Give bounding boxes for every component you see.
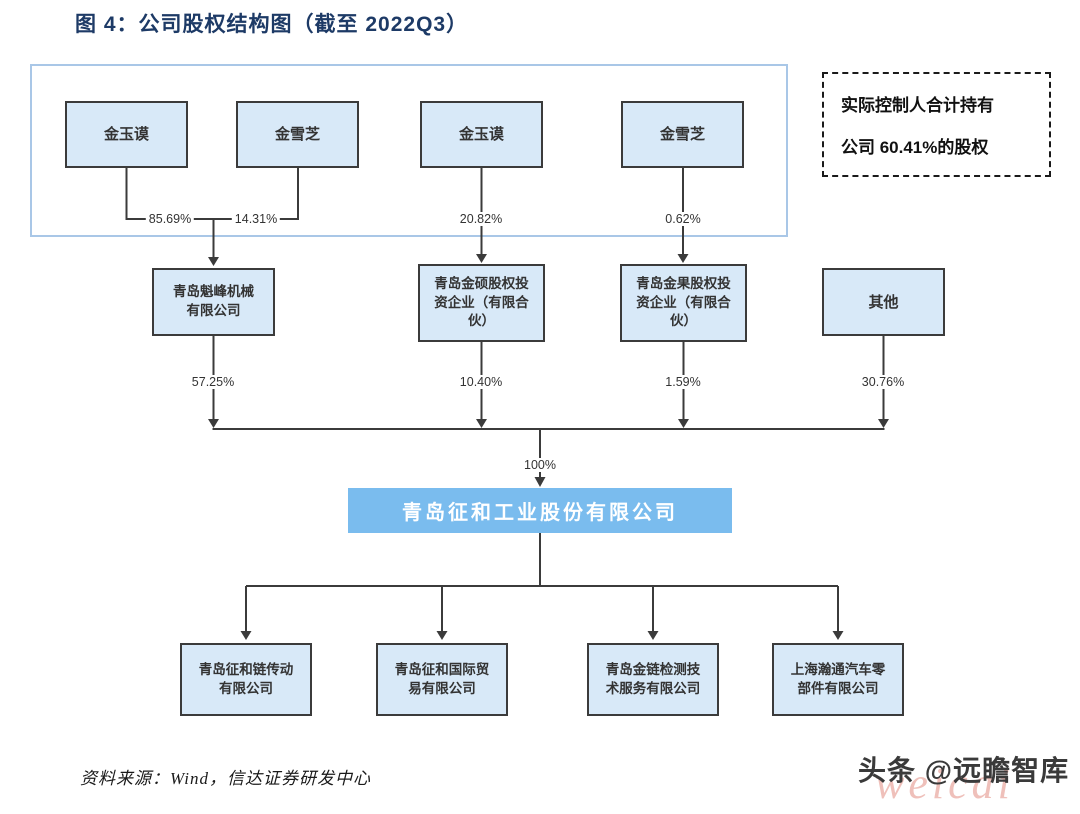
note-line-2: 公司 60.41%的股权 [841,138,989,157]
shareholder-box-3: 金玉谟 [420,101,543,168]
watermark-text: weicai [875,759,1014,808]
figure-title: 图 4：公司股权结构图（截至 2022Q3） [75,13,469,36]
arrowhead-into-jinshuo [476,254,487,263]
subsidiary-box-3: 青岛金链检测技术服务有限公司 [587,643,719,716]
arrowhead-kuifeng-bus [208,419,219,428]
shareholder-name: 金雪芝 [659,126,705,143]
subsidiary-name: 青岛征和国际贸易有限公司 [394,661,490,696]
subsidiary-box-1: 青岛征和链传动有限公司 [180,643,312,716]
note-line-1: 实际控制人合计持有 [841,96,994,115]
arrowhead-jinguo-bus [678,419,689,428]
holding-entity-name: 青岛金果股权投资企业（有限合伙） [636,275,731,329]
stake-label-4: 0.62% [662,212,704,226]
publisher-brand: 头条 @远瞻智库 [858,755,1070,786]
shareholder-box-1: 金玉谟 [65,101,188,168]
arrowhead-into-kuifeng [208,257,219,266]
holding-entity-name: 青岛魁峰机械有限公司 [173,284,254,318]
arrowhead-into-company [534,477,546,487]
stake-label-jinshuo: 10.40% [456,375,506,389]
stake-label-1: 85.69% [145,212,195,226]
arrowhead-jinshuo-bus [476,419,487,428]
arrowhead-others-bus [878,419,889,428]
stake-label-3: 20.82% [456,212,506,226]
holding-entity-box-others: 其他 [822,268,945,336]
stake-label-2: 14.31% [231,212,281,226]
shareholder-box-2: 金雪芝 [236,101,359,168]
actual-controller-note-box: 实际控制人合计持有 公司 60.41%的股权 [822,72,1051,177]
arrowhead-into-jinguo [677,254,689,263]
holding-entity-name: 其他 [868,293,899,311]
shareholder-name: 金雪芝 [274,126,320,143]
shareholder-name: 金玉谟 [103,126,149,143]
subsidiary-box-4: 上海瀚通汽车零部件有限公司 [772,643,904,716]
arrowhead-into-sub3 [647,631,659,640]
arrowhead-into-sub2 [436,631,448,640]
holding-entity-name: 青岛金硕股权投资企业（有限合伙） [434,275,529,329]
company-box: 青岛征和工业股份有限公司 [348,488,732,533]
data-source-note: 资料来源：Wind，信达证券研发中心 [80,769,371,788]
stake-label-others: 30.76% [858,375,908,389]
holding-entity-box-kuifeng: 青岛魁峰机械有限公司 [152,268,275,336]
stake-label-jinguo: 1.59% [662,375,704,389]
subsidiary-name: 青岛金链检测技术服务有限公司 [605,661,701,696]
shareholder-box-4: 金雪芝 [621,101,744,168]
company-name: 青岛征和工业股份有限公司 [402,502,678,524]
shareholder-name: 金玉谟 [458,126,504,143]
holding-entity-box-jinshuo: 青岛金硕股权投资企业（有限合伙） [418,264,545,342]
arrowhead-into-sub4 [832,631,844,640]
subsidiary-box-2: 青岛征和国际贸易有限公司 [376,643,508,716]
subsidiary-name: 青岛征和链传动有限公司 [198,661,294,696]
arrowhead-into-sub1 [240,631,252,640]
holding-entity-box-jinguo: 青岛金果股权投资企业（有限合伙） [620,264,747,342]
stake-label-kuifeng: 57.25% [188,375,238,389]
subsidiary-name: 上海瀚通汽车零部件有限公司 [790,661,886,696]
stake-label-company: 100% [521,458,559,472]
